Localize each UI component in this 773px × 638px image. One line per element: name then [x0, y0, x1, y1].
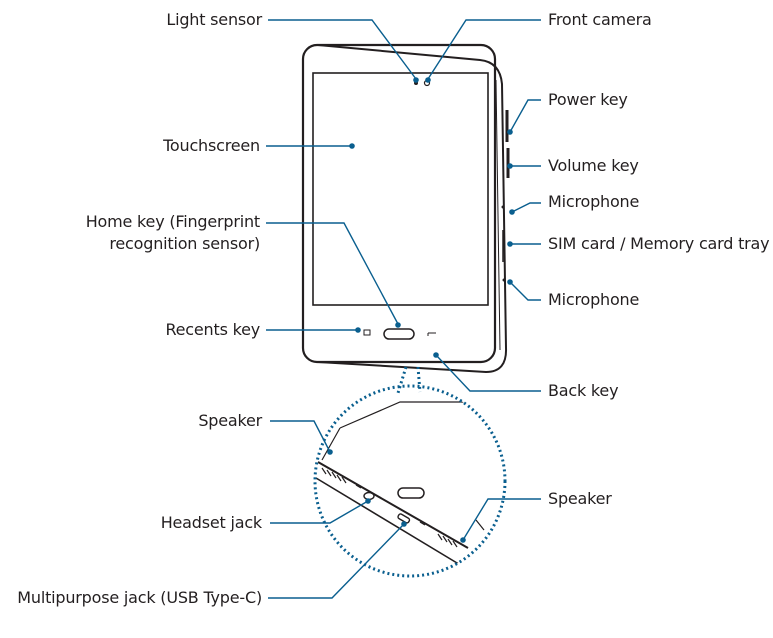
label-speaker-right: Speaker	[548, 489, 612, 508]
leader-lines	[266, 19, 541, 599]
leader-microphone-top	[511, 202, 541, 213]
leader-microphone-bottom	[509, 281, 541, 301]
microphone-top-hole	[501, 205, 505, 209]
leader-dots	[327, 77, 515, 543]
label-microphone-bottom: Microphone	[548, 290, 640, 309]
label-microphone-top: Microphone	[548, 192, 640, 211]
microphone-bottom-hole	[502, 278, 506, 282]
label-light-sensor: Light sensor	[166, 10, 262, 29]
tablet-front-view	[301, 43, 510, 374]
leader-back-key	[435, 354, 541, 392]
leader-speaker-right	[462, 498, 541, 541]
label-headset-jack: Headset jack	[160, 513, 262, 532]
zoom-speaker-grille-right	[437, 533, 458, 548]
zoomed-bottom-view	[313, 384, 507, 578]
touchscreen-area	[312, 72, 489, 306]
label-front-camera: Front camera	[548, 10, 652, 29]
label-power-key: Power key	[548, 90, 628, 109]
label-home-key-line2: recognition sensor)	[109, 234, 260, 253]
leader-home-key	[266, 222, 399, 325]
leader-headset-jack	[270, 500, 369, 524]
tablet-body	[301, 43, 497, 364]
back-key	[427, 332, 436, 336]
zoom-circle	[313, 384, 507, 578]
leader-front-camera	[427, 19, 541, 80]
label-sim-tray: SIM card / Memory card tray	[548, 234, 770, 253]
zoom-speaker-grille-left	[321, 467, 347, 484]
recents-key	[363, 329, 371, 336]
label-back-key: Back key	[548, 381, 619, 400]
tablet-side-edge	[317, 44, 508, 374]
label-home-key-line1: Home key (Fingerprint	[85, 212, 260, 231]
leader-power-key	[509, 99, 541, 133]
label-touchscreen: Touchscreen	[163, 136, 260, 155]
zoom-usb-c-port	[397, 513, 411, 524]
zoom-home-key	[397, 487, 425, 499]
zoom-callout-connector	[396, 366, 422, 394]
home-key	[383, 328, 415, 340]
label-multipurpose-jack: Multipurpose jack (USB Type-C)	[17, 588, 262, 607]
leader-light-sensor	[268, 19, 417, 80]
label-recents-key: Recents key	[165, 320, 260, 339]
label-speaker-left: Speaker	[198, 411, 262, 430]
leader-speaker-left	[270, 420, 331, 453]
leader-multipurpose-jack	[268, 523, 405, 599]
label-volume-key: Volume key	[548, 156, 639, 175]
